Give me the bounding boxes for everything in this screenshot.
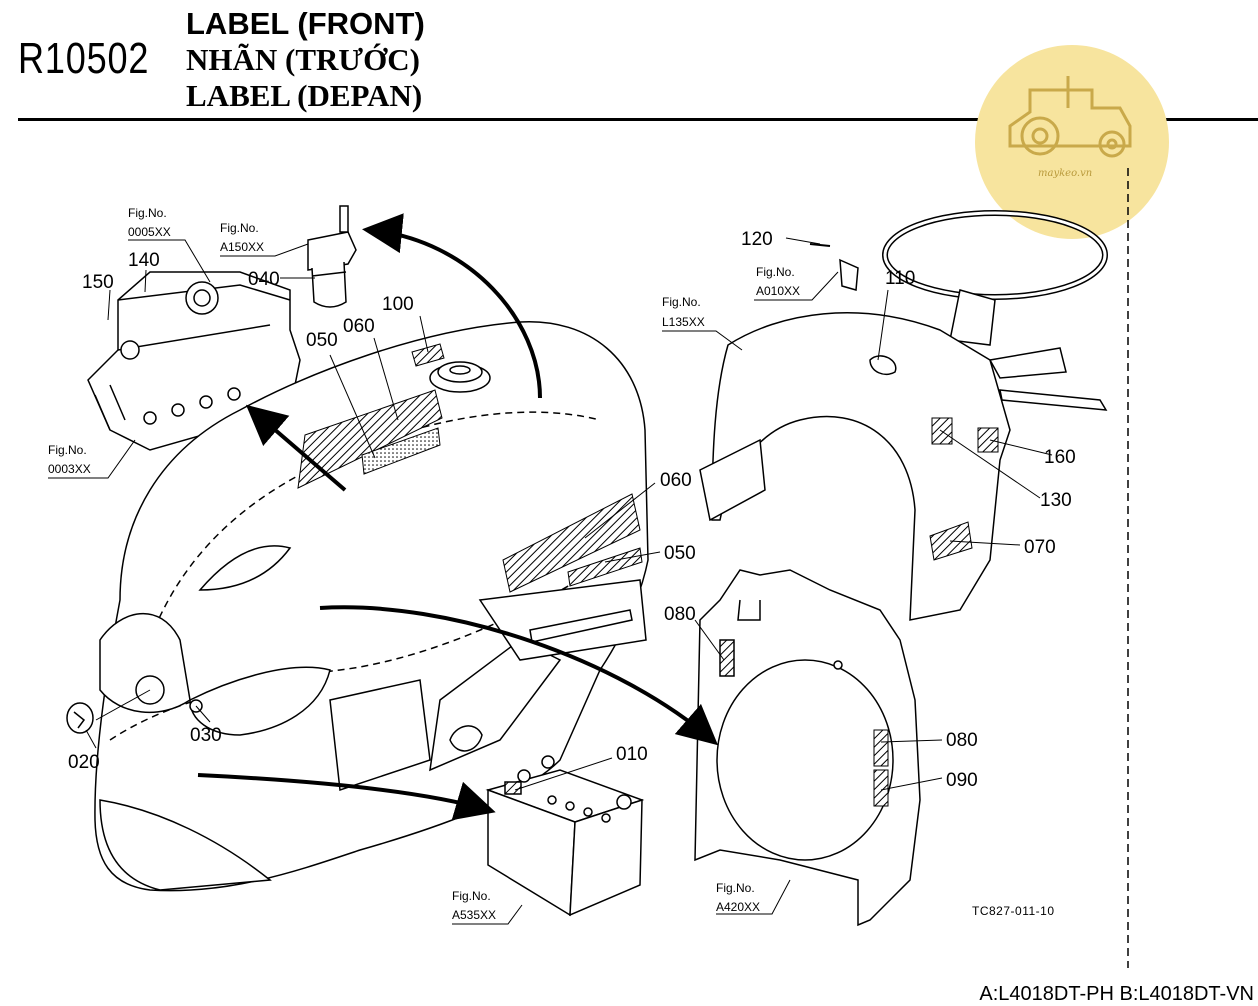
arrow-to-battery [197,773,496,821]
fig-ref-label: Fig.No. [48,443,87,457]
title-english: LABEL (FRONT) [186,6,425,41]
tractor-icon [1008,76,1132,158]
callout-100: 100 [382,294,414,315]
arrow-to-front-panel [319,605,719,746]
page-title: LABEL (FRONT) NHÃN (TRƯỚC) LABEL (DEPAN) [186,6,425,114]
watermark-text: maykeo.vn [1038,168,1092,179]
fig-ref-code-0003xx: 0003XX [48,462,91,476]
front-panel [694,569,921,927]
fuel-filter [307,205,357,308]
filler-cap [429,361,491,393]
callout-080-panel-right: 080 [946,730,978,751]
watermark-logo: maykeo.vn [975,45,1169,239]
figure-ref-leaders [48,239,839,925]
callout-060-hood-side: 060 [660,470,692,491]
callout-050-hood-side: 050 [664,543,696,564]
header-rule [18,118,1258,121]
fig-ref-label: Fig.No. [662,295,701,309]
fig-ref-code-a010xx: A010XX [756,284,800,298]
callout-labels: 150 140 040 100 060 050 120 110 160 130 … [68,229,1076,791]
drawing-reference-code: TC827-011-10 [972,904,1055,918]
headlight-area [66,675,203,734]
page-code: R10502 [18,34,150,83]
callout-090: 090 [946,770,978,791]
fig-ref-label: Fig.No. [716,881,755,895]
callout-120: 120 [741,229,773,250]
fig-ref-code-l135xx: L135XX [662,315,705,329]
callout-150: 150 [82,272,114,293]
fig-ref-code-a535xx: A535XX [452,908,496,922]
panel-decals [873,729,889,807]
fig-ref-code-a420xx: A420XX [716,900,760,914]
arrow-to-fuel-filter [362,213,542,399]
arrow-to-engine [245,404,347,492]
title-vietnamese: NHÃN (TRƯỚC) [186,42,420,77]
reference-arrows [197,213,719,821]
fig-ref-label: Fig.No. [220,221,259,235]
fig-ref-label: Fig.No. [756,265,795,279]
fig-ref-code-a150xx: A150XX [220,240,264,254]
callout-160: 160 [1044,447,1076,468]
callout-040: 040 [248,269,280,290]
callout-010: 010 [616,744,648,765]
callout-050-hood-top: 050 [306,330,338,351]
leader-lines [85,237,1053,791]
callout-080-panel-left: 080 [664,604,696,625]
figure-references: Fig.No. 0005XX Fig.No. A150XX Fig.No. 00… [48,206,800,922]
callout-030: 030 [190,725,222,746]
title-french: LABEL (DEPAN) [186,78,423,113]
callout-020: 020 [68,752,100,773]
callout-130: 130 [1040,490,1072,511]
fig-ref-code-0005xx: 0005XX [128,225,171,239]
fig-ref-label: Fig.No. [128,206,167,220]
model-applicability: A:L4018DT-PH B:L4018DT-VN [979,983,1254,1005]
fig-ref-label: Fig.No. [452,889,491,903]
callout-110: 110 [885,268,915,289]
callout-140: 140 [128,250,160,271]
battery [485,755,645,917]
hood-decals [297,343,643,593]
callout-070: 070 [1024,537,1056,558]
callout-060-hood-top: 060 [343,316,375,337]
